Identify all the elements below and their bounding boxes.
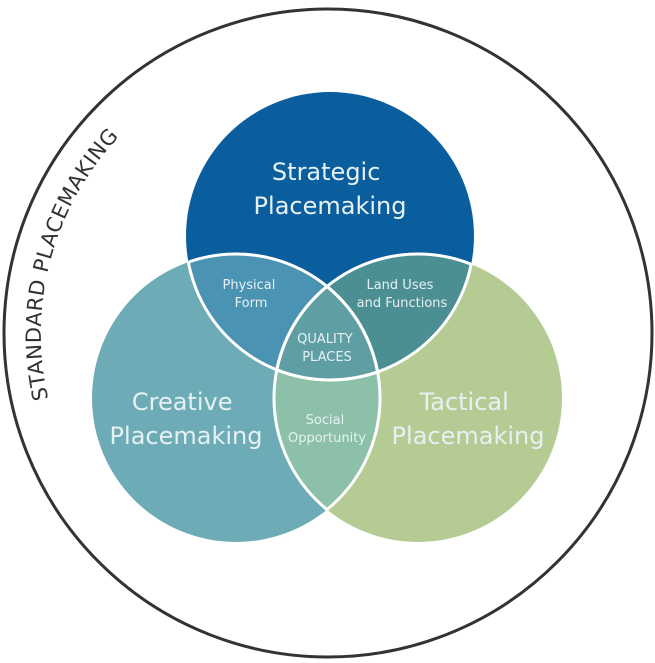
physical-form-label: Physical Form [222,278,279,311]
creative-placemaking-label: Creative Placemaking [110,388,263,450]
tactical-placemaking-label: Tactical Placemaking [392,388,545,450]
circle-dividers [184,252,476,542]
social-opportunity-label: Social Opportunity [288,413,366,446]
land-uses-label: Land Uses and Functions [357,278,448,311]
quality-places-label: QUALITY PLACES [297,332,357,365]
strategic-placemaking-label: Strategic Placemaking [254,158,407,220]
standard-placemaking-outer-circle [2,7,654,659]
quality-places-intersection [274,254,380,380]
